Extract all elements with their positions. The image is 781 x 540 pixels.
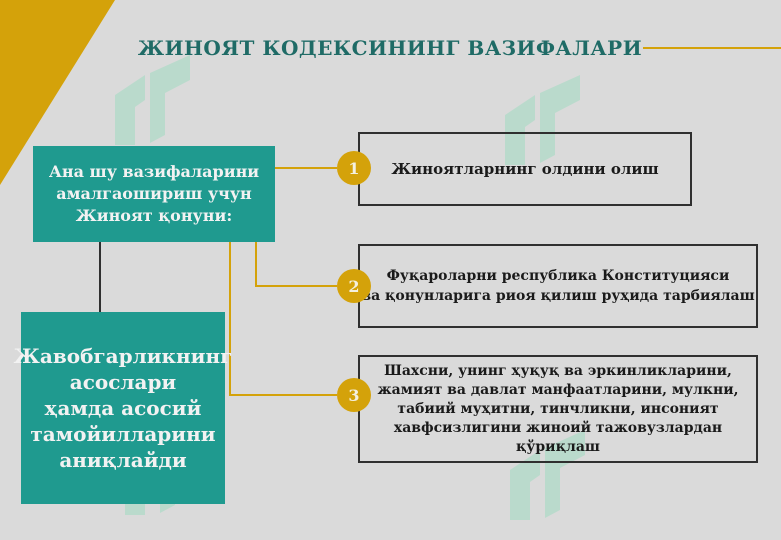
intro-box: Ана шу вазифаларини амалгаошириш учун Жи… xyxy=(33,146,275,242)
task-box-1: Жиноятларнинг олдини олиш xyxy=(358,132,692,206)
task-text-2: Фуқароларни республика Конституцияси ва … xyxy=(361,268,755,304)
task-box-2: Фуқароларни республика Конституцияси ва … xyxy=(358,244,758,328)
intro-text: Ана шу вазифаларини амалгаошириш учун Жи… xyxy=(48,162,260,225)
connector-2-horizontal xyxy=(255,285,337,287)
watermark-logo-icon xyxy=(510,430,585,520)
page-title: ЖИНОЯТ КОДЕКСИНИНГ ВАЗИФАЛАРИ xyxy=(137,36,643,60)
watermark-logo-icon xyxy=(115,55,190,145)
responsibility-box: Жавобгарликнинг асослари ҳамда асосий та… xyxy=(14,312,232,504)
number-badge-1: 1 xyxy=(337,151,371,185)
number-badge-3: 3 xyxy=(337,378,371,412)
responsibility-text: Жавобгарликнинг асослари ҳамда асосий та… xyxy=(13,344,233,472)
task-box-3: Шахсни, унинг ҳуқуқ ва эркинликларини, ж… xyxy=(358,355,758,463)
title-underline xyxy=(643,47,781,49)
connector-3-horizontal xyxy=(229,394,337,396)
watermark-logo-icon xyxy=(505,75,580,165)
connector-top-to-bottom xyxy=(99,242,101,312)
connector-3-vertical xyxy=(229,242,231,395)
number-badge-2: 2 xyxy=(337,269,371,303)
task-text-3: Шахсни, унинг ҳуқуқ ва эркинликларини, ж… xyxy=(377,362,739,455)
connector-1 xyxy=(275,167,337,169)
connector-2-vertical xyxy=(255,242,257,286)
task-text-1: Жиноятларнинг олдини олиш xyxy=(391,160,659,178)
